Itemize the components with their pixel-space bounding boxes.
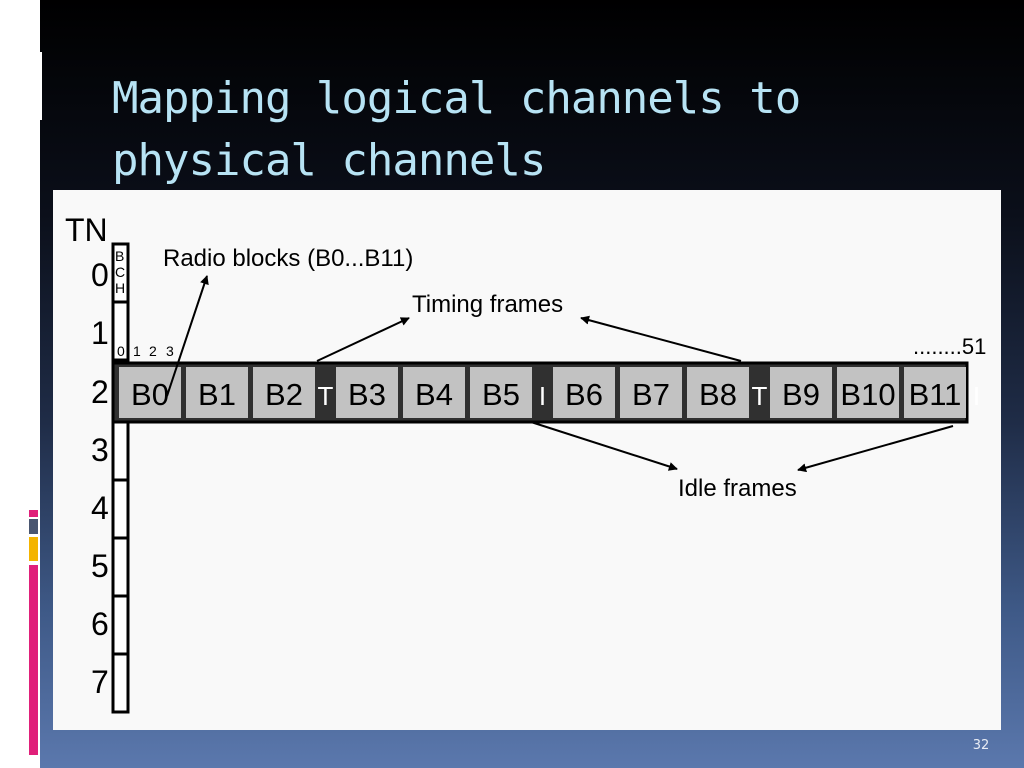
timeslot-cell-3 xyxy=(111,420,130,482)
radio-block-label: B9 xyxy=(782,377,820,412)
radio-block-label: B2 xyxy=(265,377,303,412)
idle-frame-label: I xyxy=(973,381,980,411)
timeslot-cell-6 xyxy=(111,594,130,656)
radio-block-label: B0 xyxy=(131,377,169,412)
timeslot-label: 6 xyxy=(91,606,109,642)
accent-bar-pink xyxy=(29,565,38,755)
radio-block-label: B10 xyxy=(840,377,895,412)
timing-frames-arrow-left xyxy=(316,317,410,362)
radio-block-label: B3 xyxy=(348,377,386,412)
radio-block-cell xyxy=(403,367,465,418)
bch-letter: H xyxy=(115,280,125,296)
slide-title-line-1: Mapping logical channels to xyxy=(112,73,801,124)
radio-block-label: B8 xyxy=(699,377,737,412)
timing-frame-label: T xyxy=(752,381,768,411)
frame-tick: 0 xyxy=(117,343,125,359)
timeslot-label: 5 xyxy=(91,548,109,584)
timeslot-cell-7 xyxy=(111,652,130,714)
radio-block-label: B5 xyxy=(482,377,520,412)
timeslot-labels: 0 1 2 3 4 5 6 7 xyxy=(91,257,109,700)
decorative-bars xyxy=(20,52,42,120)
timing-frames-arrow-right xyxy=(580,315,742,362)
frame-tick: 3 xyxy=(166,343,174,359)
radio-block-cell xyxy=(253,367,315,418)
radio-block-label: B7 xyxy=(632,377,670,412)
bch-letter: B xyxy=(115,248,124,264)
idle-frames-label: Idle frames xyxy=(678,475,797,502)
radio-block-cell xyxy=(687,367,749,418)
accent-bar-orange xyxy=(29,537,38,561)
timeslot-cell-1 xyxy=(111,300,130,362)
frame-tick: 2 xyxy=(149,343,157,359)
timeslot-label: 0 xyxy=(91,257,109,293)
radio-blocks-arrow xyxy=(166,275,209,397)
radio-blocks-label: Radio blocks (B0...B11) xyxy=(163,245,413,272)
timeslot-label: 1 xyxy=(91,315,109,351)
bch-label: B C H xyxy=(115,248,125,296)
radio-block-label: B11 xyxy=(909,377,962,412)
radio-block-cell xyxy=(553,367,615,418)
timeslot-label: 3 xyxy=(91,432,109,468)
timeslot-cell-4 xyxy=(111,478,130,540)
slide-title: Mapping logical channels to physical cha… xyxy=(112,68,801,192)
timeslot-cell-5 xyxy=(111,536,130,598)
radio-block-row: B0 B1 B2 T B3 B4 B5 I B6 B7 B8 T B9 B10 B11 I xyxy=(119,367,980,418)
accent-bar-slate xyxy=(29,519,38,534)
radio-block-label: B1 xyxy=(198,377,236,412)
tn-label: TN xyxy=(65,212,108,248)
diagram-panel: TN 0 1 2 3 4 5 6 7 B C H 0 1 xyxy=(53,190,1001,730)
bch-letter: C xyxy=(115,264,125,280)
radio-block-cell xyxy=(119,367,181,418)
radio-block-cell xyxy=(620,367,682,418)
timeslot-label: 4 xyxy=(91,490,109,526)
accent-bar-pink-top xyxy=(29,510,38,517)
timing-frames-label: Timing frames xyxy=(412,291,563,318)
frame-tick: 1 xyxy=(133,343,141,359)
radio-block-label: B4 xyxy=(415,377,453,412)
timing-frame-label: T xyxy=(318,381,334,411)
page-number: 32 xyxy=(972,738,990,753)
slide-title-line-2: physical channels xyxy=(112,135,546,186)
radio-block-cell xyxy=(470,367,532,418)
idle-frames-arrow-left xyxy=(530,421,678,471)
frame-end-label: ........51 xyxy=(913,334,986,359)
frame-tick-labels: 0 1 2 3 xyxy=(117,343,174,359)
timeslot-label: 2 xyxy=(91,374,109,410)
radio-block-cell xyxy=(186,367,248,418)
radio-block-cell xyxy=(770,367,832,418)
idle-frames-arrow-right xyxy=(797,425,954,473)
channel-mapping-diagram: TN 0 1 2 3 4 5 6 7 B C H 0 1 xyxy=(65,212,986,714)
timeslot-column xyxy=(111,242,130,714)
timeslot-label: 7 xyxy=(91,664,109,700)
idle-frame-label: I xyxy=(539,381,546,411)
radio-block-cell xyxy=(837,367,899,418)
radio-block-label: B6 xyxy=(565,377,603,412)
radio-block-cell xyxy=(336,367,398,418)
radio-block-cell xyxy=(904,367,966,418)
